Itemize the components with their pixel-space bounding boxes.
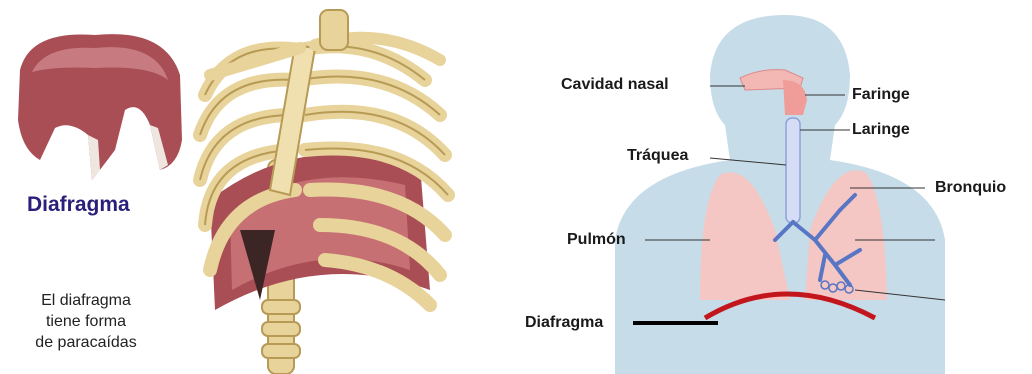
label-diafragma: Diafragma (525, 314, 603, 332)
diaphragm-dome-icon (18, 34, 182, 180)
diaphragm-illustration-panel: Diafragma El diafragma tiene forma de pa… (0, 0, 500, 374)
diaphragm-title: Diafragma (27, 193, 130, 217)
diaphragm-caption: El diafragma tiene forma de paracaídas (26, 290, 146, 353)
label-cavidad-nasal: Cavidad nasal (561, 76, 669, 94)
label-faringe: Faringe (852, 86, 910, 104)
label-pulmon: Pulmón (567, 231, 626, 249)
body-silhouette (615, 15, 945, 374)
label-bronquio: Bronquio (935, 179, 1006, 197)
diaphragm-pointer (633, 321, 718, 325)
label-laringe: Laringe (852, 121, 910, 139)
rib-cage-icon (200, 10, 448, 374)
label-traquea: Tráquea (627, 147, 688, 165)
respiratory-system-panel: Cavidad nasal Faringe Laringe Tráquea Br… (505, 0, 1032, 374)
trachea-shape (786, 118, 800, 223)
